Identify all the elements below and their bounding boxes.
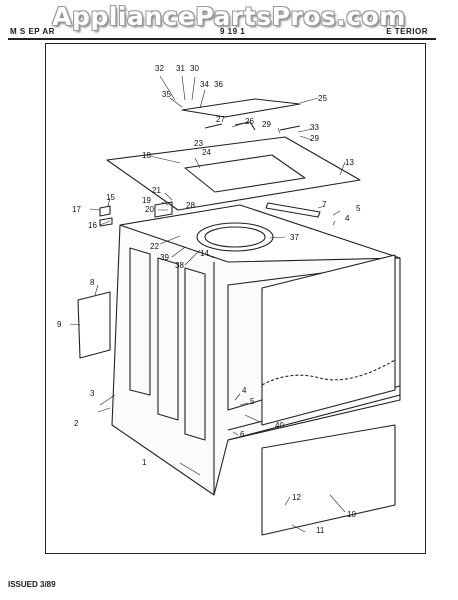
callout-12: 12 <box>292 493 301 502</box>
leader-lines <box>69 75 346 533</box>
callout-29b: 29 <box>310 134 319 143</box>
callout-24: 24 <box>202 148 211 157</box>
clip-15 <box>99 205 111 217</box>
callout-8: 8 <box>90 278 95 287</box>
callout-34: 34 <box>200 80 209 89</box>
side-recess-1 <box>129 247 151 396</box>
callout-5a: 5 <box>356 204 361 213</box>
callout-3: 3 <box>90 389 95 398</box>
callout-2: 2 <box>74 419 79 428</box>
callout-40: 40 <box>275 421 284 430</box>
front-panel-tear <box>261 359 396 386</box>
callout-7: 7 <box>322 200 327 209</box>
callout-23: 23 <box>194 139 203 148</box>
header-model: M S EP AR <box>10 27 55 36</box>
watermark: AppliancePartsPros.com <box>52 2 406 31</box>
clip-16 <box>99 217 113 227</box>
callout-26: 26 <box>245 117 254 126</box>
side-recess-2 <box>157 257 179 421</box>
callout-30: 30 <box>190 64 199 73</box>
callout-31: 31 <box>176 64 185 73</box>
callout-27: 27 <box>216 115 225 124</box>
callout-17: 17 <box>72 205 81 214</box>
callout-22: 22 <box>150 242 159 251</box>
diagram-frame <box>45 43 426 554</box>
callout-25: 25 <box>318 94 327 103</box>
callout-5b: 5 <box>250 397 255 406</box>
callout-6: 6 <box>240 430 245 439</box>
callout-37: 37 <box>290 233 299 242</box>
callout-21: 21 <box>152 186 161 195</box>
callout-15: 15 <box>106 193 115 202</box>
callout-33: 33 <box>310 123 319 132</box>
header-section: E TERIOR <box>386 27 428 36</box>
issue-date: ISSUED 3/89 <box>8 580 56 589</box>
header-rule <box>8 38 436 40</box>
tub-ring <box>196 222 274 252</box>
callout-36: 36 <box>214 80 223 89</box>
callout-39: 39 <box>160 253 169 262</box>
callout-28: 28 <box>186 201 195 210</box>
callout-18: 18 <box>142 151 151 160</box>
callout-10: 10 <box>347 510 356 519</box>
callout-1: 1 <box>142 458 147 467</box>
callout-4a: 4 <box>345 214 350 223</box>
side-recess-3 <box>184 267 206 441</box>
header-page-code: 9 19 1 <box>220 27 246 36</box>
callout-35: 35 <box>162 90 171 99</box>
callout-16: 16 <box>88 221 97 230</box>
callout-9: 9 <box>57 320 62 329</box>
callout-32: 32 <box>155 64 164 73</box>
top-frame <box>106 136 361 211</box>
clip-20 <box>154 201 173 218</box>
callout-13: 13 <box>345 158 354 167</box>
side-bracket <box>77 291 111 359</box>
lid-panel <box>181 98 301 118</box>
rear-bracket <box>265 202 321 218</box>
callout-20: 20 <box>145 205 154 214</box>
callout-19: 19 <box>142 196 151 205</box>
callout-4b: 4 <box>242 386 247 395</box>
callout-11: 11 <box>316 526 325 535</box>
part-callouts: 32 31 30 34 36 35 25 26 27 29 33 29 23 2… <box>57 64 361 535</box>
callout-29a: 29 <box>262 120 271 129</box>
callout-38: 38 <box>175 261 184 270</box>
callout-14: 14 <box>200 249 209 258</box>
hinge-parts <box>204 121 301 131</box>
kick-panel <box>261 424 396 536</box>
cabinet-top-rim <box>119 204 401 259</box>
front-panel <box>261 254 396 426</box>
top-frame-opening <box>184 154 306 193</box>
